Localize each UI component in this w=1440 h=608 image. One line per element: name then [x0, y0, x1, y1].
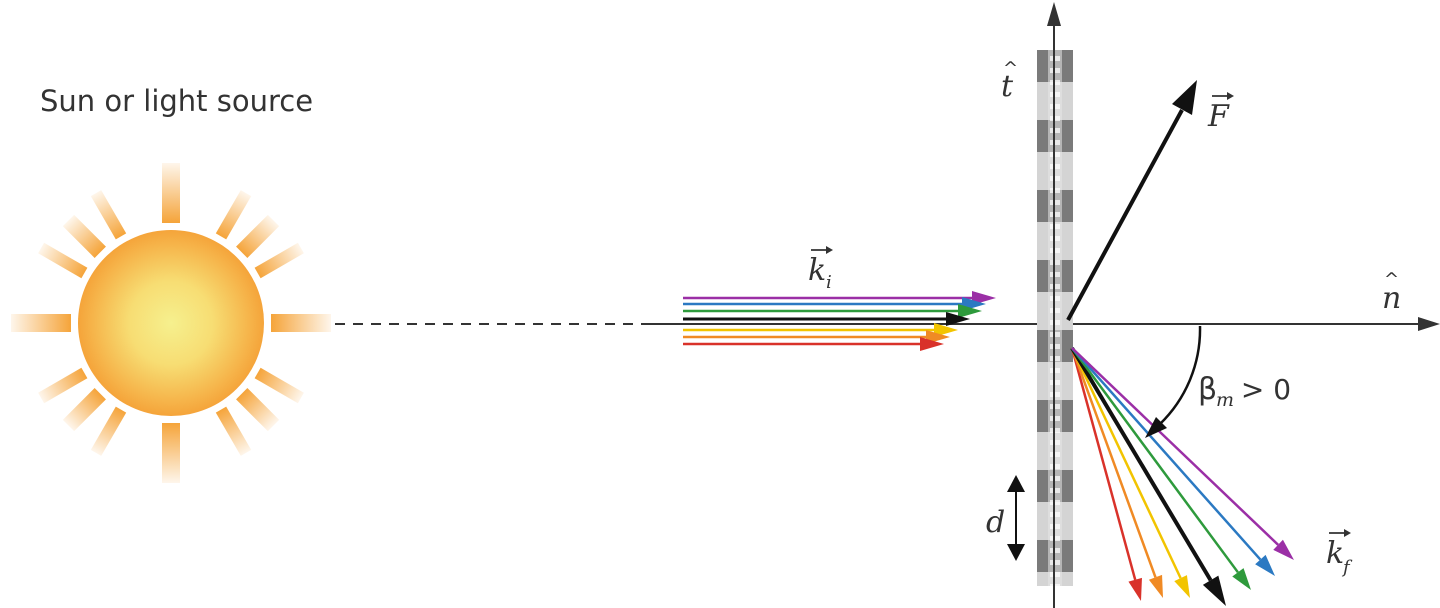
- period-arrow-bottom: [1007, 544, 1025, 561]
- tangent-symbol: t: [1001, 69, 1014, 104]
- angle-label: β m > 0: [1198, 372, 1291, 411]
- sun-ray: [215, 406, 252, 456]
- incident-vector-label: k i: [808, 246, 833, 293]
- normal-symbol: n: [1382, 281, 1401, 316]
- sun-ray: [90, 190, 127, 240]
- diffracted-ray-arrowhead: [1255, 554, 1275, 576]
- angle-arc: [1159, 325, 1202, 425]
- sun-ray: [62, 214, 106, 258]
- diffracted-ray-arrowhead: [1148, 574, 1163, 598]
- incident-vector-overarrow-head: [826, 246, 833, 254]
- incident-rays: [683, 291, 996, 351]
- sun-ray: [254, 242, 304, 279]
- diffracted-ray: [1070, 346, 1213, 582]
- force-overarrow-head: [1227, 92, 1234, 100]
- diffracted-ray: [1070, 347, 1157, 578]
- angle-symbol: β: [1198, 372, 1217, 407]
- diffracted-rays: [1070, 346, 1294, 606]
- period-label: d: [986, 505, 1005, 540]
- sun-ray: [38, 367, 88, 404]
- diffracted-vector-label: k f: [1326, 529, 1353, 578]
- diffracted-ray: [1070, 347, 1239, 574]
- force-label: F: [1207, 92, 1234, 134]
- diffracted-ray: [1071, 347, 1262, 561]
- tangent-hat: ^: [1003, 58, 1018, 79]
- diffracted-ray-arrowhead: [1232, 568, 1251, 590]
- diffracted-vector-overarrow-head: [1344, 529, 1351, 537]
- force-vector-arrowhead: [1172, 80, 1197, 115]
- sun-disc: [78, 230, 264, 416]
- angle-subscript: m: [1216, 389, 1234, 411]
- diffracted-ray: [1071, 347, 1279, 546]
- force-vector: [1066, 109, 1184, 321]
- normal-hat: ^: [1384, 269, 1399, 290]
- sun-ray: [236, 214, 280, 258]
- incident-vector-symbol: k: [808, 253, 826, 288]
- incident-vector-subscript: i: [826, 272, 832, 293]
- incident-ray-arrowhead: [920, 337, 944, 351]
- force-symbol: F: [1207, 99, 1230, 134]
- angle-condition: > 0: [1232, 373, 1291, 406]
- tangent-axis-arrowhead: [1047, 2, 1061, 26]
- tangent-label: t ^: [1001, 58, 1018, 104]
- source-label: Sun or light source: [40, 84, 313, 118]
- sun: [11, 163, 331, 483]
- sun-ray: [236, 388, 280, 432]
- diffracted-ray-arrowhead: [1174, 575, 1190, 598]
- diffracted-ray: [1070, 347, 1137, 581]
- incident-ray-arrowhead: [958, 304, 982, 318]
- sun-ray: [215, 190, 252, 240]
- period-arrow-top: [1007, 475, 1025, 492]
- incident-ray-arrowhead: [972, 291, 996, 305]
- incident-ray-arrowhead: [946, 312, 970, 326]
- normal-label: n ^: [1382, 269, 1401, 316]
- sun-ray: [38, 242, 88, 279]
- sun-ray: [254, 367, 304, 404]
- diffracted-vector-subscript: f: [1341, 557, 1353, 578]
- diffracted-vector-symbol: k: [1326, 536, 1344, 571]
- diffracted-ray-arrowhead: [1202, 575, 1226, 606]
- incident-ray-arrowhead: [934, 323, 958, 337]
- diffracted-ray-arrowhead: [1273, 539, 1294, 560]
- sun-ray: [62, 388, 106, 432]
- diffracted-ray-arrowhead: [1128, 577, 1142, 601]
- diffracted-ray: [1070, 347, 1182, 579]
- normal-axis-arrowhead: [1418, 317, 1440, 331]
- sun-ray: [90, 406, 127, 456]
- angle-arc-arrowhead: [1145, 417, 1167, 438]
